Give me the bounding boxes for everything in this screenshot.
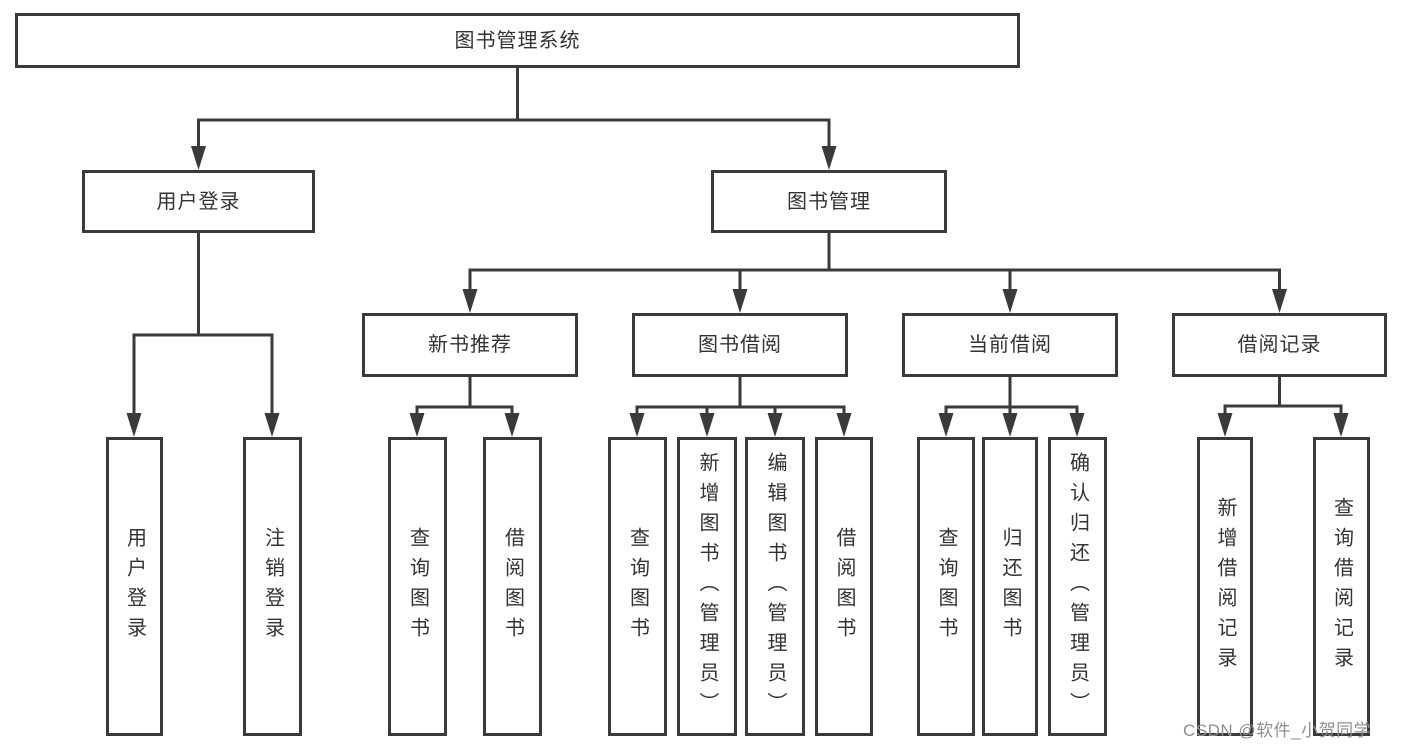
leaf-borrow-books-2-label: 借阅图书 [833,526,855,647]
leaf-confirm-return-admin-label: 确认归还（管理员） [1066,451,1089,722]
leaf-query-books-2: 查询图书 [608,437,667,736]
leaf-query-books-3: 查询图书 [917,437,975,736]
leaf-borrow-books-1: 借阅图书 [483,437,542,736]
leaf-return-books-label: 归还图书 [999,526,1021,647]
leaf-return-books: 归还图书 [982,437,1038,736]
csdn-watermark: CSDN @软件_小贺同学 [1183,721,1372,740]
leaf-query-books-1-label: 查询图书 [406,526,429,647]
leaf-query-books-3-label: 查询图书 [935,526,957,647]
node-borrow-records-label: 借阅记录 [1237,334,1322,356]
leaf-user-login-label: 用户登录 [123,526,146,647]
leaf-logout-label: 注销登录 [261,526,284,647]
leaf-query-borrow-record: 查询借阅记录 [1313,437,1370,736]
leaf-query-books-2-label: 查询图书 [626,526,649,647]
node-user-login: 用户登录 [82,170,315,233]
node-book-borrow: 图书借阅 [632,313,848,377]
leaf-borrow-books-1-label: 借阅图书 [501,526,524,647]
node-root-label: 图书管理系统 [454,29,581,52]
node-new-book-recommend: 新书推荐 [362,313,578,377]
leaf-add-books-admin: 新增图书（管理员） [677,437,737,736]
node-book-management: 图书管理 [711,170,947,233]
node-borrow-records: 借阅记录 [1172,313,1387,377]
node-book-management-label: 图书管理 [787,190,871,213]
leaf-logout: 注销登录 [243,437,302,736]
node-user-login-label: 用户登录 [156,190,241,213]
leaf-query-books-1: 查询图书 [388,437,447,736]
leaf-borrow-books-2: 借阅图书 [815,437,873,736]
node-new-book-recommend-label: 新书推荐 [428,334,512,356]
leaf-confirm-return-admin: 确认归还（管理员） [1048,437,1107,736]
leaf-edit-books-admin: 编辑图书（管理员） [745,437,805,736]
node-root: 图书管理系统 [15,13,1020,68]
leaf-add-books-admin-label: 新增图书（管理员） [696,451,718,722]
leaf-edit-books-admin-label: 编辑图书（管理员） [764,451,786,722]
leaf-user-login: 用户登录 [106,437,163,736]
leaf-add-borrow-record: 新增借阅记录 [1197,437,1253,736]
node-current-borrow: 当前借阅 [902,313,1118,377]
leaf-query-borrow-record-label: 查询借阅记录 [1330,496,1353,677]
node-current-borrow-label: 当前借阅 [968,334,1052,356]
node-book-borrow-label: 图书借阅 [698,334,782,356]
leaf-add-borrow-record-label: 新增借阅记录 [1214,496,1236,677]
